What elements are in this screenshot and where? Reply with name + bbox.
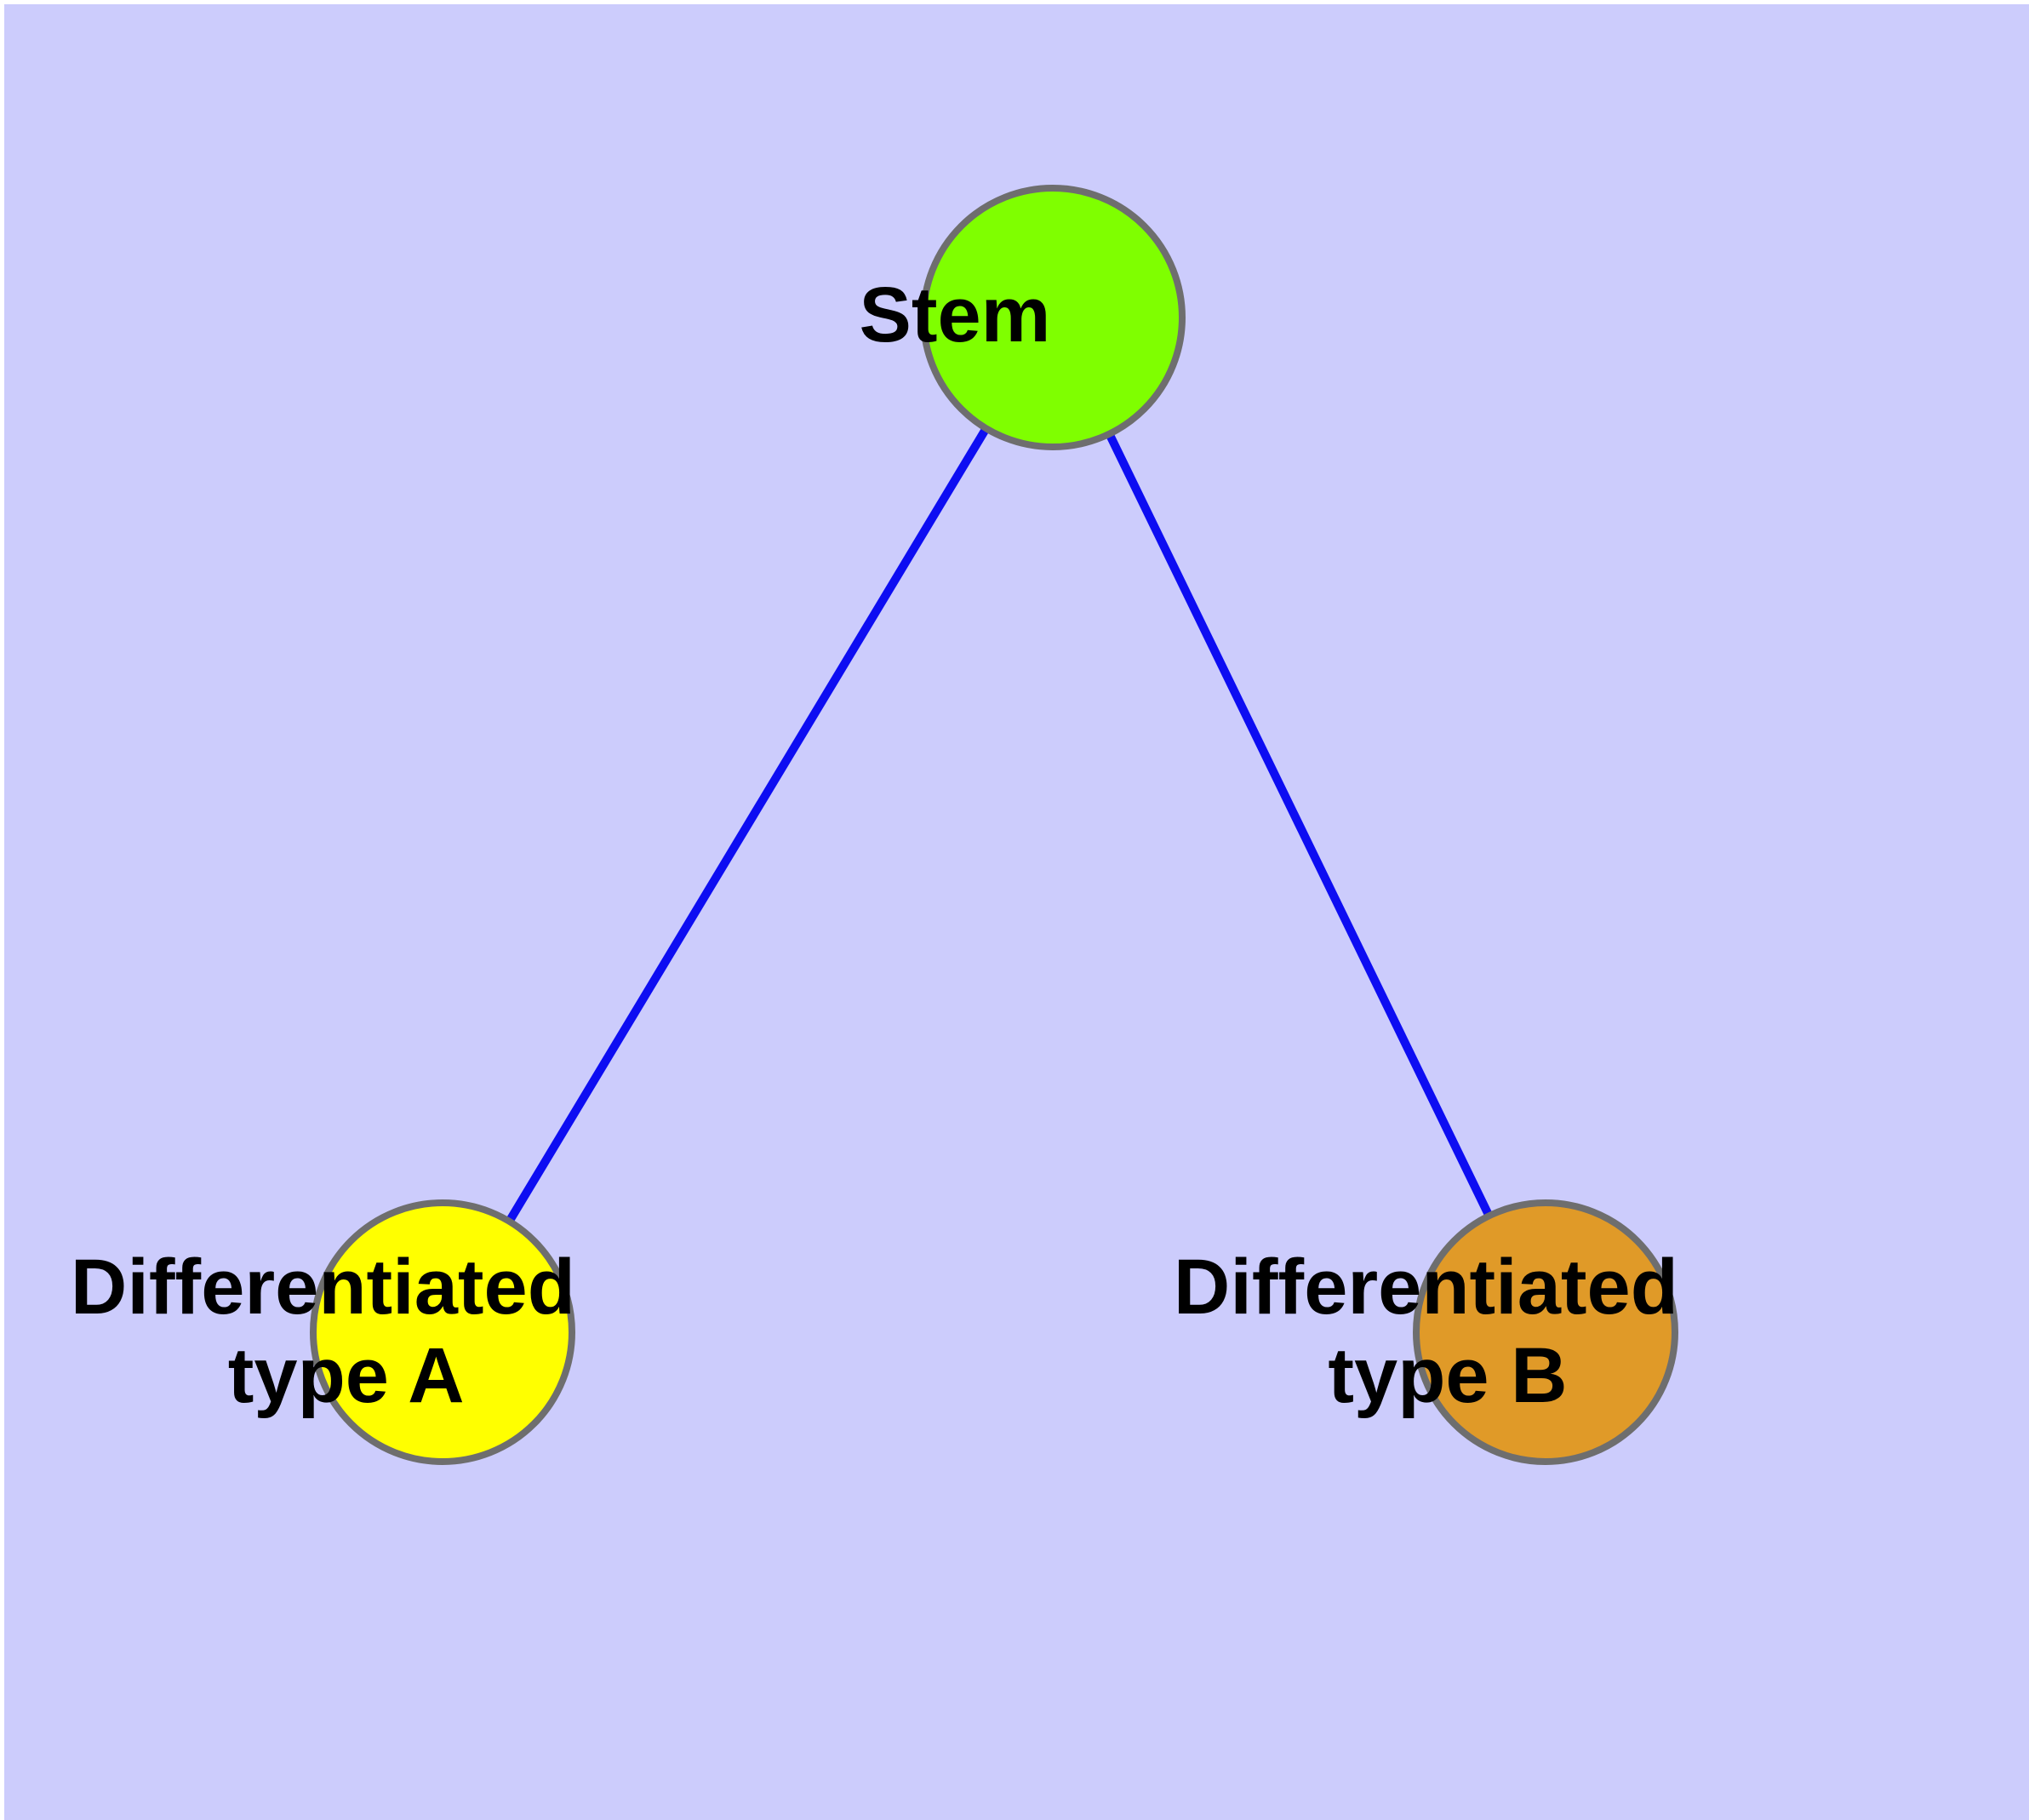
node-label-line-1: Differentiated <box>1174 1244 1678 1331</box>
node-circle-differentiated-type-a[interactable] <box>310 1199 575 1465</box>
node-label-stem: Stem <box>859 268 1246 358</box>
edge-stem-to-differentiated-type-b[interactable] <box>1049 315 1550 1335</box>
node-label-line-1: Stem <box>859 272 1050 358</box>
node-circle-differentiated-type-b[interactable] <box>1413 1199 1678 1465</box>
node-label-line-2: type A <box>228 1332 463 1419</box>
node-circle-stem[interactable] <box>920 185 1186 450</box>
node-label-differentiated-type-b: Differentiated type B <box>1174 1244 1918 1419</box>
node-label-line-1: Differentiated <box>71 1244 575 1331</box>
nodes-layer: Differentiated type A Differentiated typ… <box>71 185 1918 1465</box>
node-differentiated-type-a[interactable]: Differentiated type A <box>71 1199 814 1465</box>
node-label-line-2: type B <box>1328 1332 1567 1419</box>
node-label-differentiated-type-a: Differentiated type A <box>71 1244 814 1419</box>
node-differentiated-type-b[interactable]: Differentiated type B <box>1174 1199 1918 1465</box>
node-stem[interactable]: Stem <box>859 185 1246 450</box>
edges-layer <box>438 315 1550 1335</box>
edge-stem-to-differentiated-type-a[interactable] <box>438 315 1057 1335</box>
